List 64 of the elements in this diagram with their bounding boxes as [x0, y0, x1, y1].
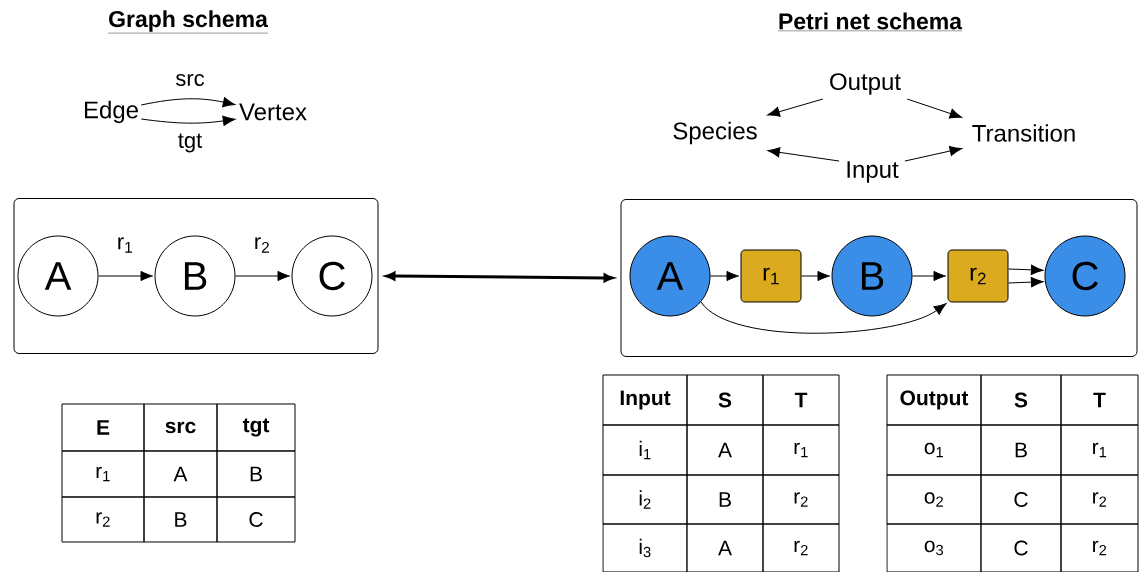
table-cell: r$_{2}$ — [1060, 523, 1139, 572]
table-header-cell: tgt — [216, 403, 296, 452]
arrow — [904, 145, 963, 162]
table-header-cell: src — [143, 403, 218, 452]
table-cell: B — [216, 450, 296, 498]
table-cell: o$_{1}$ — [886, 424, 982, 476]
arrow — [140, 115, 236, 126]
arrow — [801, 270, 831, 282]
arrow — [1008, 277, 1044, 288]
arrow — [1008, 264, 1044, 275]
section-title: Petri net schema — [777, 12, 963, 32]
edge-label: tgt — [176, 132, 204, 154]
object-label: Transition — [972, 124, 1075, 142]
table-header-cell: T — [762, 374, 840, 426]
table-cell: i$_{3}$ — [602, 523, 688, 572]
transition-box: r$_{2}$ — [947, 249, 1009, 303]
table-cell: i$_{2}$ — [602, 474, 688, 525]
table-cell: B — [686, 474, 764, 525]
table-cell: C — [980, 523, 1062, 572]
petri-net-panel — [620, 199, 1138, 357]
object-label: Edge — [84, 100, 138, 124]
arrow — [906, 98, 963, 119]
table-cell: r$_{1}$ — [762, 424, 840, 476]
table-header-cell: T — [1060, 374, 1139, 426]
arrow — [912, 270, 947, 282]
object-label: Vertex — [239, 103, 307, 121]
object-label: Species — [673, 121, 757, 145]
table-cell: o$_{2}$ — [886, 474, 982, 525]
arrow — [235, 270, 291, 282]
table-cell: B — [980, 424, 1062, 476]
object-label: Input — [847, 161, 899, 183]
table-cell: i$_{1}$ — [602, 424, 688, 476]
table-cell: A — [686, 523, 764, 572]
table-cell: o$_{3}$ — [886, 523, 982, 572]
table-header-cell: S — [980, 374, 1062, 426]
table-cell: C — [216, 496, 296, 543]
table-cell: r$_{1}$ — [61, 450, 145, 498]
table-header-cell: S — [686, 374, 764, 426]
edge-label: r$_{2}$ — [252, 236, 272, 254]
arrow — [767, 147, 840, 162]
arrow — [767, 98, 824, 117]
arrow — [140, 97, 236, 108]
table-cell: A — [143, 450, 218, 498]
graph-panel — [13, 198, 379, 354]
edge-label: r$_{1}$ — [115, 236, 135, 254]
section-title: Graph schema — [107, 10, 269, 34]
table-header-cell: E — [61, 403, 145, 452]
table-cell: r$_{2}$ — [1060, 474, 1139, 525]
table-header-cell: Output — [886, 374, 982, 426]
arrow — [710, 270, 740, 282]
table-cell: r$_{2}$ — [762, 523, 840, 572]
table-cell: r$_{2}$ — [61, 496, 145, 543]
table-cell: B — [143, 496, 218, 543]
table-cell: r$_{2}$ — [762, 474, 840, 525]
arrow — [700, 301, 947, 334]
table-cell: A — [686, 424, 764, 476]
edge-label: src — [174, 72, 206, 87]
table-header-cell: Input — [602, 374, 688, 426]
object-label: Output — [830, 73, 901, 95]
table-cell: C — [980, 474, 1062, 525]
arrow — [98, 270, 154, 282]
double-arrow — [385, 271, 614, 283]
transition-box: r$_{1}$ — [740, 249, 802, 303]
table-cell: r$_{1}$ — [1060, 424, 1139, 476]
